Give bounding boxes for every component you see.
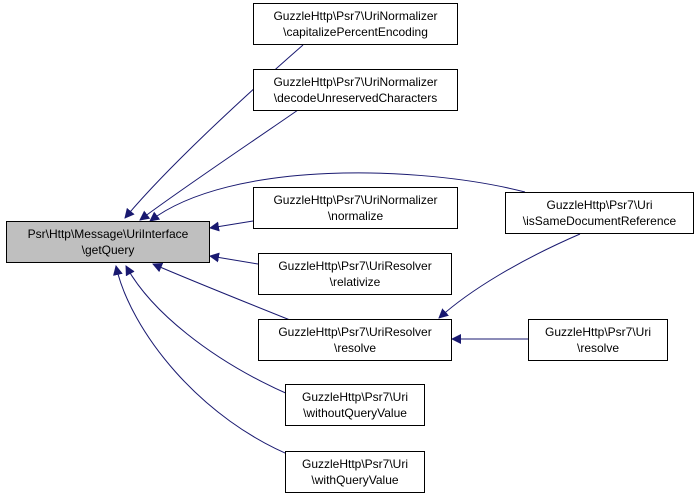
node-label-line2: \resolve xyxy=(576,341,620,355)
node-uriinterface-getquery: Psr\Http\Message\UriInterface \getQuery xyxy=(6,221,210,263)
node-label-line1: GuzzleHttp\Psr7\UriResolver xyxy=(278,325,432,339)
node-label-line2: \isSameDocumentReference xyxy=(522,214,677,228)
node-label-line1: GuzzleHttp\Psr7\UriNormalizer xyxy=(273,9,438,23)
node-label-line2: \withoutQueryValue xyxy=(303,406,407,420)
node-label-line1: GuzzleHttp\Psr7\UriResolver xyxy=(278,259,432,273)
node-uri-issamedocumentreference[interactable]: GuzzleHttp\Psr7\Uri \isSameDocumentRefer… xyxy=(505,192,694,234)
edge-relativize-to-getquery xyxy=(209,252,259,265)
node-label-line1: GuzzleHttp\Psr7\Uri xyxy=(301,390,409,404)
edge-samedocref-to-resolver-resolve xyxy=(438,233,581,319)
node-label-line1: GuzzleHttp\Psr7\Uri xyxy=(544,325,652,339)
node-label-line2: \relativize xyxy=(329,275,381,289)
edge-normalize-to-getquery xyxy=(209,220,254,232)
node-uri-withoutqueryvalue[interactable]: GuzzleHttp\Psr7\Uri \withoutQueryValue xyxy=(285,384,425,426)
node-label-line2: \getQuery xyxy=(81,243,135,257)
node-label-line2: \resolve xyxy=(333,341,377,355)
node-uriresolver-resolve[interactable]: GuzzleHttp\Psr7\UriResolver \resolve xyxy=(258,319,452,361)
node-label-line2: \withQueryValue xyxy=(311,473,399,487)
node-urinormalizer-decodeunreservedcharacters[interactable]: GuzzleHttp\Psr7\UriNormalizer \decodeUnr… xyxy=(253,69,458,111)
node-label-line1: GuzzleHttp\Psr7\UriNormalizer xyxy=(273,193,438,207)
edge-samedocref-to-getquery xyxy=(149,172,526,222)
node-label-line2: \decodeUnreservedCharacters xyxy=(273,91,438,105)
edge-withqueryvalue-to-getquery xyxy=(113,265,298,459)
node-uri-resolve[interactable]: GuzzleHttp\Psr7\Uri \resolve xyxy=(528,319,668,361)
node-uri-withqueryvalue[interactable]: GuzzleHttp\Psr7\Uri \withQueryValue xyxy=(285,451,425,493)
node-label-line2: \normalize xyxy=(327,209,384,223)
edge-decode-to-getquery xyxy=(139,109,299,221)
node-label-line1: Psr\Http\Message\UriInterface xyxy=(27,227,189,241)
edge-capitalize-to-getquery xyxy=(124,44,304,219)
node-urinormalizer-capitalizepercentencoding[interactable]: GuzzleHttp\Psr7\UriNormalizer \capitaliz… xyxy=(253,3,458,45)
node-label-line2: \capitalizePercentEncoding xyxy=(283,25,428,39)
node-uriresolver-relativize[interactable]: GuzzleHttp\Psr7\UriResolver \relativize xyxy=(258,253,452,295)
edge-withoutqueryvalue-to-getquery xyxy=(125,265,291,396)
edge-resolver-resolve-to-getquery xyxy=(152,262,291,321)
node-urinormalizer-normalize[interactable]: GuzzleHttp\Psr7\UriNormalizer \normalize xyxy=(253,187,458,229)
node-label-line1: GuzzleHttp\Psr7\Uri xyxy=(546,198,653,212)
node-label-line1: GuzzleHttp\Psr7\Uri xyxy=(301,457,409,471)
node-label-line1: GuzzleHttp\Psr7\UriNormalizer xyxy=(273,75,438,89)
